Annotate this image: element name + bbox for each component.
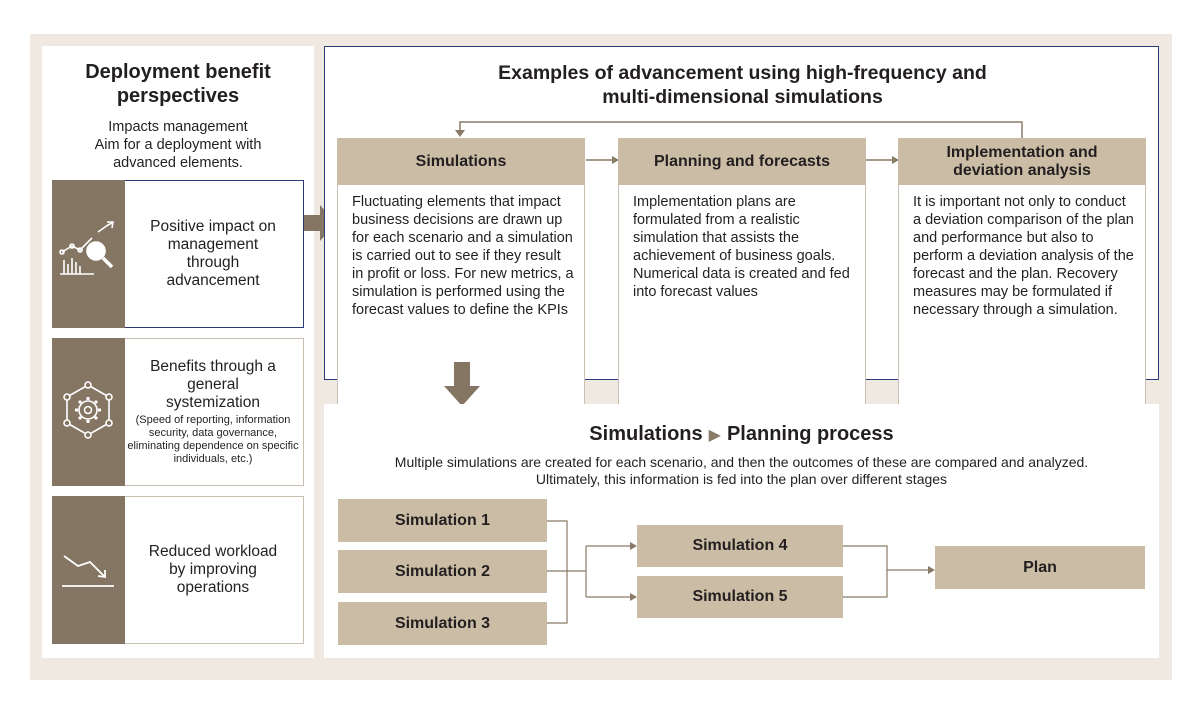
subtitle-line-2: Aim for a deployment with advanced eleme…	[94, 137, 262, 171]
benefit-card-band	[52, 180, 125, 328]
benefit-card-note: (Speed of reporting, information securit…	[127, 414, 299, 465]
simulation-5-box: Simulation 5	[637, 576, 843, 618]
step-body: Fluctuating elements that impact busines…	[352, 194, 574, 318]
benefit-card-management[interactable]: Positive impact on management through ad…	[52, 180, 304, 328]
description-line-2: Ultimately, this information is fed into…	[535, 471, 948, 487]
step-title: Planning and forecasts	[618, 138, 866, 185]
planning-process-title: Simulations ▶ Planning process	[324, 422, 1159, 448]
benefit-card-label: Benefits through a general systemization	[150, 358, 276, 411]
flow-connectors	[547, 520, 935, 624]
step-body: Implementation plans are formulated from…	[633, 194, 850, 300]
subtitle-line-1: Impacts management	[108, 119, 248, 135]
cycle-connectors	[455, 121, 1023, 164]
benefit-card-systemization[interactable]: Benefits through a general systemization…	[52, 338, 304, 486]
advancement-examples-panel: Examples of advancement using high-frequ…	[324, 46, 1160, 408]
down-arrow-icon	[444, 362, 480, 406]
benefit-card-band	[52, 338, 125, 486]
advancement-examples-title: Examples of advancement using high-frequ…	[325, 61, 1160, 109]
benefit-perspectives-subtitle: Impacts management Aim for a deployment …	[42, 118, 314, 172]
simulation-4-box: Simulation 4	[637, 525, 843, 567]
step-title: Simulations	[337, 138, 585, 185]
benefit-card-label: Reduced workload by improving operations	[148, 543, 278, 596]
step-body: It is important not only to conduct a de…	[913, 194, 1134, 318]
chart-magnifier-icon	[59, 221, 114, 275]
step-card-simulations: Simulations Fluctuating elements that im…	[337, 138, 585, 408]
plan-box: Plan	[935, 546, 1145, 589]
step-title: Implementation and deviation analysis	[898, 138, 1146, 185]
step-card-planning: Planning and forecasts Implementation pl…	[618, 138, 866, 408]
title-line-2: multi-dimensional simulations	[602, 86, 883, 108]
planning-process-description: Multiple simulations are created for eac…	[324, 454, 1159, 488]
description-line-1: Multiple simulations are created for eac…	[394, 454, 1089, 470]
benefit-card-workload[interactable]: Reduced workload by improving operations	[52, 496, 304, 644]
simulation-2-box: Simulation 2	[338, 550, 547, 593]
benefit-perspectives-title: Deployment benefit perspectives	[85, 61, 271, 107]
title-separator-icon: ▶	[708, 427, 721, 444]
benefit-card-label: Positive impact on management through ad…	[150, 218, 276, 289]
planning-process-panel: Simulations ▶ Planning process Multiple si…	[324, 404, 1159, 658]
simulation-1-box: Simulation 1	[338, 499, 547, 542]
title-simulations: Simulations	[589, 423, 703, 445]
simulation-3-box: Simulation 3	[338, 602, 547, 645]
trend-down-icon	[62, 555, 114, 587]
step-card-deviation: Implementation and deviation analysis It…	[898, 138, 1146, 408]
benefit-card-band	[52, 496, 125, 644]
gear-network-icon	[63, 381, 113, 439]
title-line-1: Examples of advancement using high-frequ…	[498, 62, 987, 84]
title-planning-process: Planning process	[726, 423, 894, 445]
